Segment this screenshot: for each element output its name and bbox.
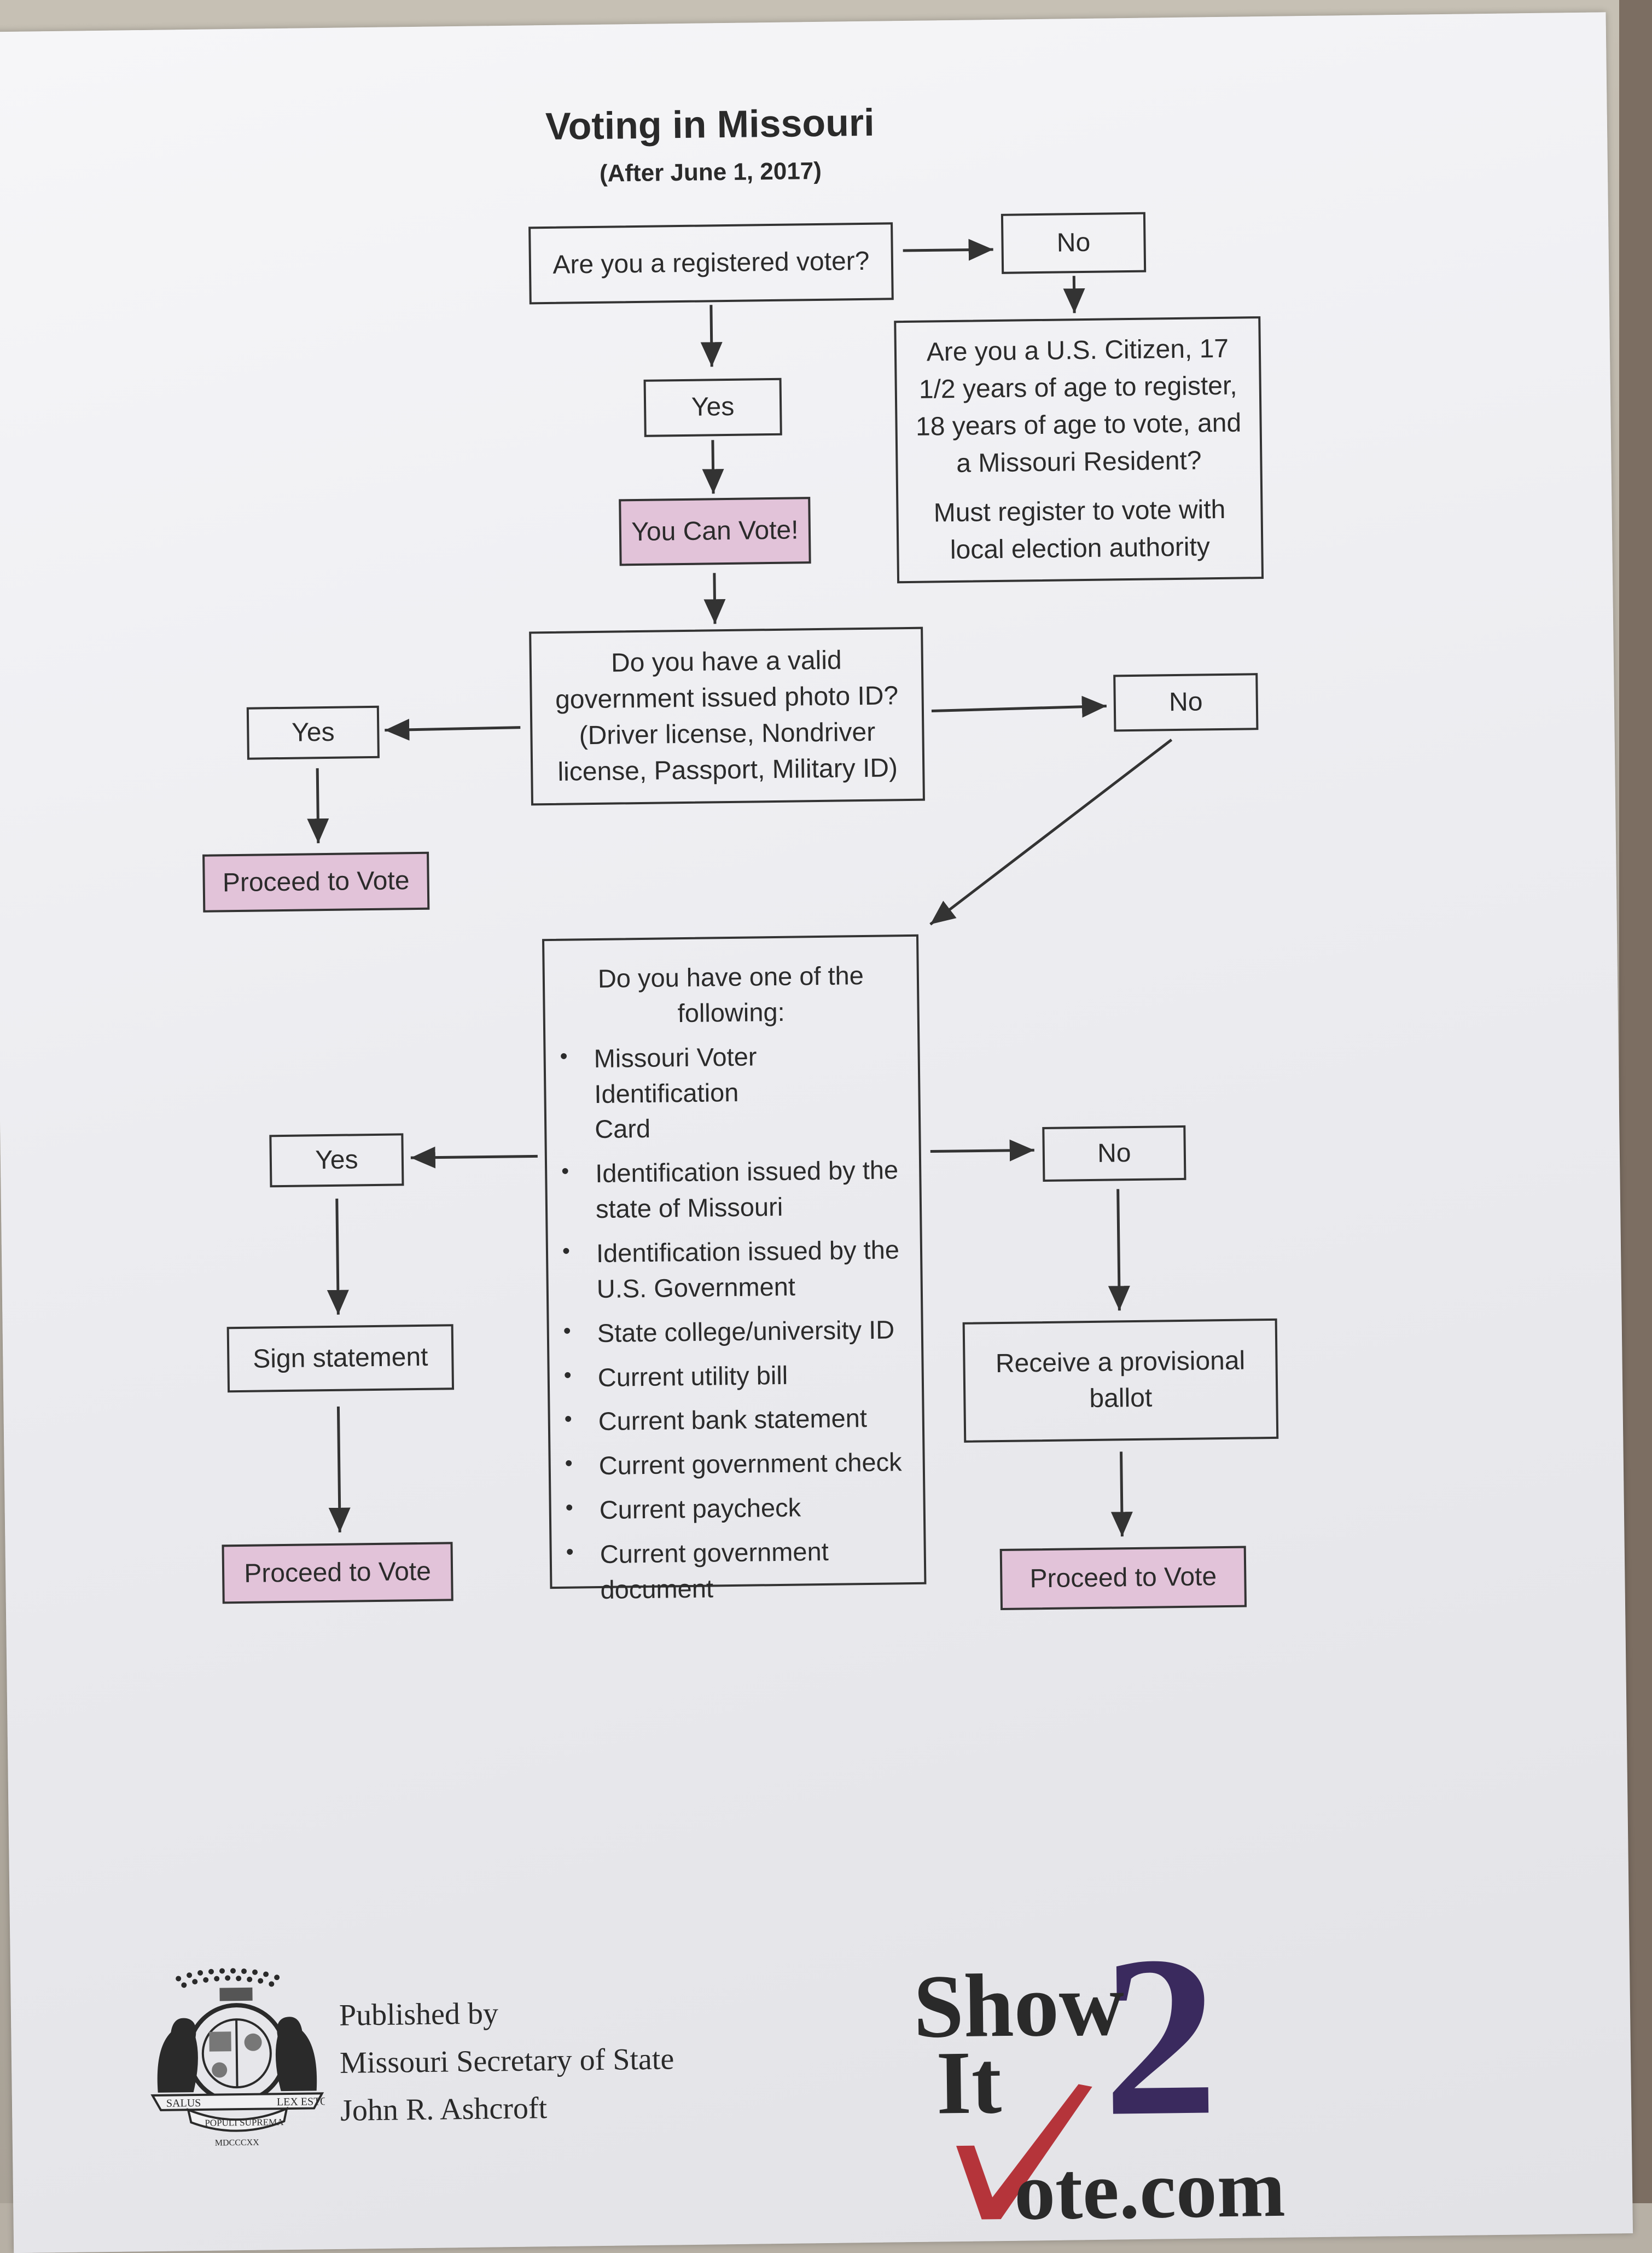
citizen-note-line-2: local election authority	[950, 532, 1211, 565]
logo-word-it: It	[935, 2032, 1002, 2133]
registered-question-box: Are you a registered voter?	[528, 222, 894, 305]
connector-arrows	[307, 239, 1173, 1537]
photo-id-no-label: No	[1168, 687, 1203, 717]
registered-no-box: No	[1000, 212, 1147, 274]
alternate-id-yes-label: Yes	[315, 1145, 358, 1175]
photo-id-question-line-4: license, Passport, Military ID)	[557, 753, 898, 787]
arrow-provisional-to-proceed-3	[1110, 1451, 1133, 1537]
registered-yes-label: Yes	[691, 392, 735, 422]
alternate-id-no-label: No	[1097, 1138, 1131, 1168]
arrow-registered-to-yes	[700, 305, 723, 367]
seal-text-year: MDCCCXX	[215, 2138, 260, 2148]
sign-statement-label: Sign statement	[252, 1342, 428, 1374]
arrow-alt-id-to-yes	[410, 1146, 538, 1169]
arrow-yes-to-proceed-1	[307, 768, 329, 844]
logo-word-show: Show	[913, 1954, 1125, 2057]
logo-word-vote: ote.com	[1014, 2143, 1286, 2231]
arrow-no-to-alt-id	[929, 739, 1173, 926]
seal-text-salus: SALUS	[166, 2097, 201, 2110]
proceed-to-vote-box-3: Proceed to Vote	[999, 1546, 1247, 1611]
proceed-to-vote-label-3: Proceed to Vote	[1029, 1562, 1217, 1594]
proceed-to-vote-label-1: Proceed to Vote	[222, 866, 410, 898]
arrow-no-to-provisional	[1108, 1189, 1130, 1311]
seal-text-populi: POPULI SUPREMA	[205, 2117, 284, 2128]
photo-id-question-line-2: government issued photo ID?	[555, 681, 899, 715]
citizen-question-line-1: Are you a U.S. Citizen, 17	[926, 334, 1229, 367]
proceed-to-vote-box-1: Proceed to Vote	[202, 851, 430, 913]
photo-id-question-line-1: Do you have a valid	[610, 645, 842, 678]
alternate-id-yes-box: Yes	[269, 1133, 404, 1188]
missouri-seal-icon: SALUS LEX ESTO POPULI SUPREMA MDCCCXX	[150, 1968, 325, 2148]
provisional-ballot-line-2: ballot	[1089, 1383, 1153, 1414]
proceed-to-vote-label-2: Proceed to Vote	[244, 1557, 432, 1588]
logo-checkmark-icon	[956, 2084, 1092, 2220]
arrow-registered-to-no	[903, 239, 993, 261]
published-by-label: Published by	[339, 1996, 499, 2033]
alt-id-item: Current paycheck	[561, 1489, 914, 1529]
citizen-question-box: Are you a U.S. Citizen, 17 1/2 years of …	[894, 316, 1264, 584]
show-it-2-vote-logo: 2 Show It ote.com	[913, 1919, 1286, 2231]
arrow-yes-to-sign	[327, 1198, 349, 1315]
alt-id-item: Current utility bill	[559, 1356, 912, 1396]
publisher-name: John R. Ashcroft	[340, 2091, 548, 2128]
registered-yes-box: Yes	[643, 378, 782, 437]
proceed-to-vote-box-2: Proceed to Vote	[222, 1542, 453, 1604]
alt-id-item: Current bank statement	[560, 1400, 912, 1440]
registered-no-label: No	[1056, 228, 1091, 258]
photo-id-no-box: No	[1113, 673, 1259, 732]
can-vote-label: You Can Vote!	[631, 515, 799, 547]
publisher-block: Published by Missouri Secretary of State…	[339, 1988, 674, 2134]
provisional-ballot-line-1: Receive a provisional	[995, 1346, 1246, 1378]
citizen-question-line-3: 18 years of age to vote, and	[915, 408, 1242, 442]
arrow-photo-id-to-no	[931, 695, 1107, 718]
seal-text-lex: LEX ESTO	[277, 2095, 325, 2108]
arrow-sign-to-proceed-2	[328, 1406, 351, 1532]
publisher-office: Missouri Secretary of State	[339, 2042, 674, 2080]
poster: Voting in Missouri (After June 1, 2017)	[0, 12, 1633, 2253]
alternate-id-no-box: No	[1042, 1125, 1186, 1182]
alt-id-item: Current government check	[560, 1444, 913, 1484]
photo-id-yes-box: Yes	[246, 705, 380, 760]
citizen-note-line-1: Must register to vote with	[933, 495, 1226, 528]
citizen-question-line-4: a Missouri Resident?	[956, 446, 1202, 478]
alternate-id-question-box: Do you have one of the following: Missou…	[542, 934, 927, 1604]
registered-question-text: Are you a registered voter?	[552, 246, 870, 280]
can-vote-box: You Can Vote!	[619, 497, 811, 566]
photo-id-question-line-3: (Driver license, Nondriver	[579, 717, 876, 751]
citizen-question-line-2: 1/2 years of age to register,	[918, 371, 1237, 404]
provisional-ballot-box: Receive a provisional ballot	[962, 1318, 1279, 1443]
photo-id-question-box: Do you have a valid government issued ph…	[529, 626, 925, 806]
arrow-photo-id-to-yes	[385, 718, 521, 741]
logo-number-2: 2	[1101, 1919, 1219, 2164]
arrow-can-vote-to-photo-id	[703, 573, 726, 624]
photo-id-yes-label: Yes	[291, 717, 335, 747]
sign-statement-box: Sign statement	[226, 1324, 455, 1393]
alternate-id-question-line-1: Do you have one of the	[597, 961, 864, 993]
arrow-alt-id-to-no	[930, 1139, 1034, 1162]
alt-id-item: State college/university ID	[559, 1312, 911, 1352]
alternate-id-question-line-2: following:	[677, 997, 785, 1028]
